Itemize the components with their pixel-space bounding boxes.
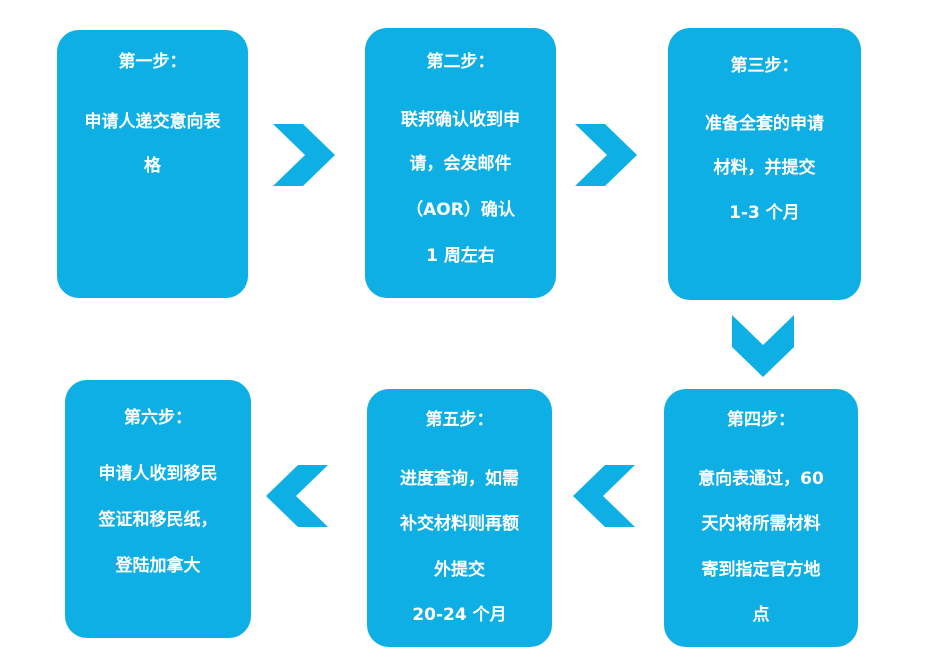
step-3-title: 第三步： <box>730 56 799 76</box>
step-6-line-1: 申请人收到移民 <box>98 464 218 484</box>
step-2-line-1: 联邦确认收到申 <box>401 110 520 130</box>
arrow-1-shape <box>273 124 335 186</box>
step-5-line-2: 补交材料则再额 <box>400 514 519 534</box>
step-2-line-4: 1 周左右 <box>426 246 495 266</box>
step-6-line-3: 登陆加拿大 <box>115 556 201 576</box>
step-3-line-3: 1-3 个月 <box>729 203 800 223</box>
step-2-line-3: （AOR）确认 <box>406 200 515 220</box>
step-5-box: 第五步： 进度查询，如需 补交材料则再额 外提交 20-24 个月 <box>367 389 552 647</box>
step-3-box: 第三步： 准备全套的申请 材料，并提交 1-3 个月 <box>668 28 861 300</box>
step-4-line-1: 意向表通过，60 <box>698 469 824 489</box>
step-2-title: 第二步： <box>426 52 495 72</box>
chevron-down-icon <box>732 315 794 377</box>
step-4-box: 第四步： 意向表通过，60 天内将所需材料 寄到指定官方地 点 <box>664 389 858 647</box>
step-5-line-4: 20-24 个月 <box>412 605 507 625</box>
step-5-line-1: 进度查询，如需 <box>400 469 519 489</box>
chevron-right-icon <box>575 124 637 186</box>
step-1-line-1: 申请人递交意向表 <box>84 112 221 132</box>
step-6-box: 第六步： 申请人收到移民 签证和移民纸， 登陆加拿大 <box>65 380 251 638</box>
step-4-line-2: 天内将所需材料 <box>701 514 821 534</box>
step-4-line-3: 寄到指定官方地 <box>701 560 821 580</box>
step-1-box: 第一步： 申请人递交意向表 格 <box>57 30 248 298</box>
step-1-title: 第一步： <box>118 52 187 72</box>
step-4-line-4: 点 <box>752 605 770 625</box>
step-5-title: 第五步： <box>425 410 494 430</box>
step-6-title: 第六步： <box>124 408 192 428</box>
arrow-5-shape <box>266 465 328 527</box>
step-1-line-2: 格 <box>144 156 161 176</box>
step-2-box: 第二步： 联邦确认收到申 请，会发邮件 （AOR）确认 1 周左右 <box>365 28 556 298</box>
step-3-line-1: 准备全套的申请 <box>705 114 824 134</box>
step-6-line-2: 签证和移民纸， <box>98 510 218 530</box>
step-3-line-2: 材料，并提交 <box>713 158 816 178</box>
step-2-line-2: 请，会发邮件 <box>409 154 512 174</box>
chevron-left-icon <box>573 465 635 527</box>
arrow-2-shape <box>575 124 637 186</box>
arrow-4-shape <box>573 465 635 527</box>
arrow-3-shape <box>732 315 794 377</box>
chevron-left-icon <box>266 465 328 527</box>
step-4-title: 第四步： <box>727 410 795 430</box>
step-5-line-3: 外提交 <box>434 560 485 580</box>
chevron-right-icon <box>273 124 335 186</box>
